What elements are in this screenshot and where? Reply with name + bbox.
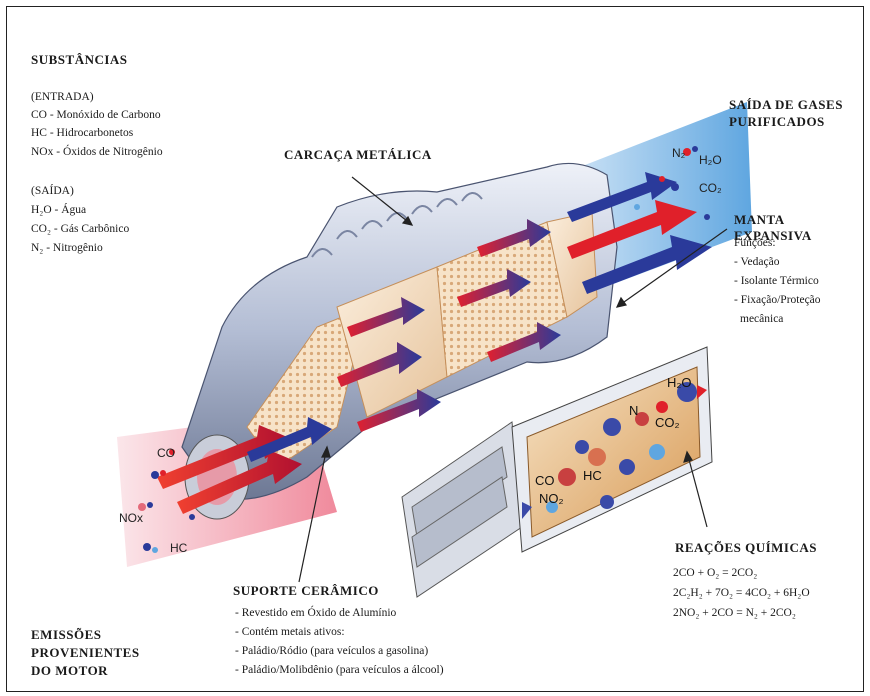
substances-title: SUBSTÂNCIAS [31, 52, 128, 68]
diagram-frame: CO NOx HC N₂ H₂O CO₂ H₂O N CO₂ CO HC NO₂… [6, 6, 864, 692]
support-item-2: - Contém metais ativos: [235, 624, 345, 641]
detail-co2-label: CO₂ [655, 415, 680, 430]
mat-function-1: - Vedação [734, 254, 779, 271]
emissions-line-3: DO MOTOR [31, 663, 108, 679]
support-title: SUPORTE CERÂMICO [233, 583, 379, 599]
outlet-h2o-label: H₂O [699, 153, 722, 167]
detail-hc-label: HC [583, 468, 602, 483]
outlet-label-line1: SAÍDA DE GASES [729, 97, 843, 113]
inlet-nox-label: NOx [119, 511, 143, 525]
mat-functions-title: Funções: [734, 235, 776, 252]
substances-input-3: NOx - Óxidos de Nitrogênio [31, 144, 163, 161]
substances-input-1: CO - Monóxido de Carbono [31, 107, 161, 124]
outlet-n2-label: N₂ [672, 146, 686, 160]
detail-co-label: CO [535, 473, 555, 488]
support-item-1: - Revestido em Óxido de Alumínio [235, 605, 396, 622]
detail-h2o-label: H₂O [667, 375, 692, 390]
inlet-co-label: CO [157, 446, 175, 460]
casing-label: CARCAÇA METÁLICA [284, 147, 432, 163]
mat-function-3: - Fixação/Proteção [734, 292, 821, 309]
substances-input-2: HC - Hidrocarbonetos [31, 125, 133, 142]
emissions-line-2: PROVENIENTES [31, 645, 140, 661]
mat-function-4: mecânica [740, 311, 783, 328]
support-item-4: - Paládio/Molibdênio (para veículos a ál… [235, 662, 444, 679]
ceramic-substrate-section [402, 422, 522, 597]
support-item-3: - Paládio/Ródio (para veículos a gasolin… [235, 643, 428, 660]
substances-output-3: N₂ - Nitrogênio [31, 240, 103, 257]
detail-n-label: N [629, 403, 638, 418]
reaction-3: 2NO₂ + 2CO = N₂ + 2CO₂ [673, 605, 796, 622]
reaction-2: 2C₂H₂ + 7O₂ = 4CO₂ + 6H₂O [673, 585, 810, 602]
detail-no2-label: NO₂ [539, 491, 564, 506]
substances-input-title: (ENTRADA) [31, 89, 94, 106]
substances-output-title: (SAÍDA) [31, 183, 74, 200]
substances-output-2: CO₂ - Gás Carbônico [31, 221, 129, 238]
emissions-line-1: EMISSÕES [31, 627, 101, 643]
outlet-co2-label: CO₂ [699, 181, 722, 195]
substances-output-1: H₂O - Água [31, 202, 86, 219]
outlet-label-line2: PURIFICADOS [729, 114, 825, 130]
reactions-title: REAÇÕES QUÍMICAS [675, 540, 817, 556]
mat-function-2: - Isolante Térmico [734, 273, 819, 290]
reaction-1: 2CO + O₂ = 2CO₂ [673, 565, 757, 582]
inlet-hc-label: HC [170, 541, 188, 555]
